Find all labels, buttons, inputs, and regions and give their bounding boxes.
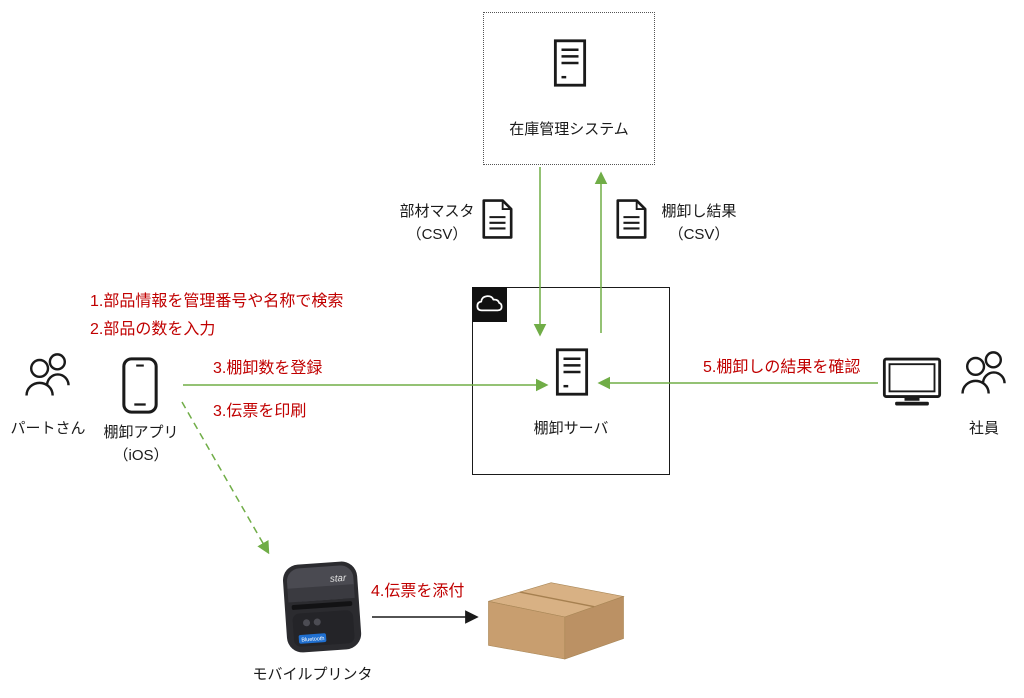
part-timer-label: パートさん: [10, 420, 86, 437]
annotation-step5: 5.棚卸しの結果を確認: [703, 359, 861, 376]
server-icon: [553, 37, 587, 89]
smartphone-icon: [121, 356, 159, 415]
inventory-system-box: 在庫管理システム: [483, 12, 655, 165]
people-icon: [956, 346, 1012, 398]
cardboard-box-image: [488, 582, 625, 660]
parts-master-line2: （CSV）: [406, 225, 468, 243]
server-icon: [555, 346, 589, 398]
parts-master-line1: 部材マスタ: [399, 203, 475, 220]
csv-document-icon: [614, 198, 648, 240]
parts-master-label: 部材マスタ （CSV）: [394, 201, 480, 246]
arrow-app-to-printer: [181, 401, 270, 555]
inventory-system-label: 在庫管理システム: [509, 121, 629, 138]
annotation-step1: 1.部品情報を管理番号や名称で検索: [90, 293, 344, 310]
stocktaking-app-line2: （iOS）: [113, 446, 169, 464]
annotation-step2: 2.部品の数を入力: [90, 321, 216, 338]
stocktaking-server-box: 棚卸サーバ: [472, 287, 670, 475]
annotation-step3-register: 3.棚卸数を登録: [213, 360, 323, 377]
stocktaking-result-line1: 棚卸し結果: [661, 203, 737, 220]
stocktaking-app-label: 棚卸アプリ （iOS）: [96, 422, 186, 467]
annotation-step3-print: 3.伝票を印刷: [213, 403, 307, 420]
annotation-step4: 4.伝票を添付: [371, 583, 465, 600]
stocktaking-result-label: 棚卸し結果 （CSV）: [651, 201, 747, 246]
stocktaking-result-line2: （CSV）: [668, 225, 730, 243]
monitor-icon: [882, 356, 942, 408]
people-icon: [20, 348, 76, 400]
mobile-printer-label: モバイルプリンタ: [252, 666, 373, 683]
employee-label: 社員: [968, 420, 999, 437]
printer-brand-text: star: [330, 573, 348, 585]
cloud-icon: [472, 287, 507, 322]
csv-document-icon: [480, 198, 514, 240]
mobile-printer-image: star Bluetooth: [282, 561, 362, 653]
printer-bluetooth-badge: Bluetooth: [301, 636, 324, 644]
stocktaking-app-line1: 棚卸アプリ: [103, 424, 179, 441]
stocktaking-server-label: 棚卸サーバ: [533, 420, 609, 437]
